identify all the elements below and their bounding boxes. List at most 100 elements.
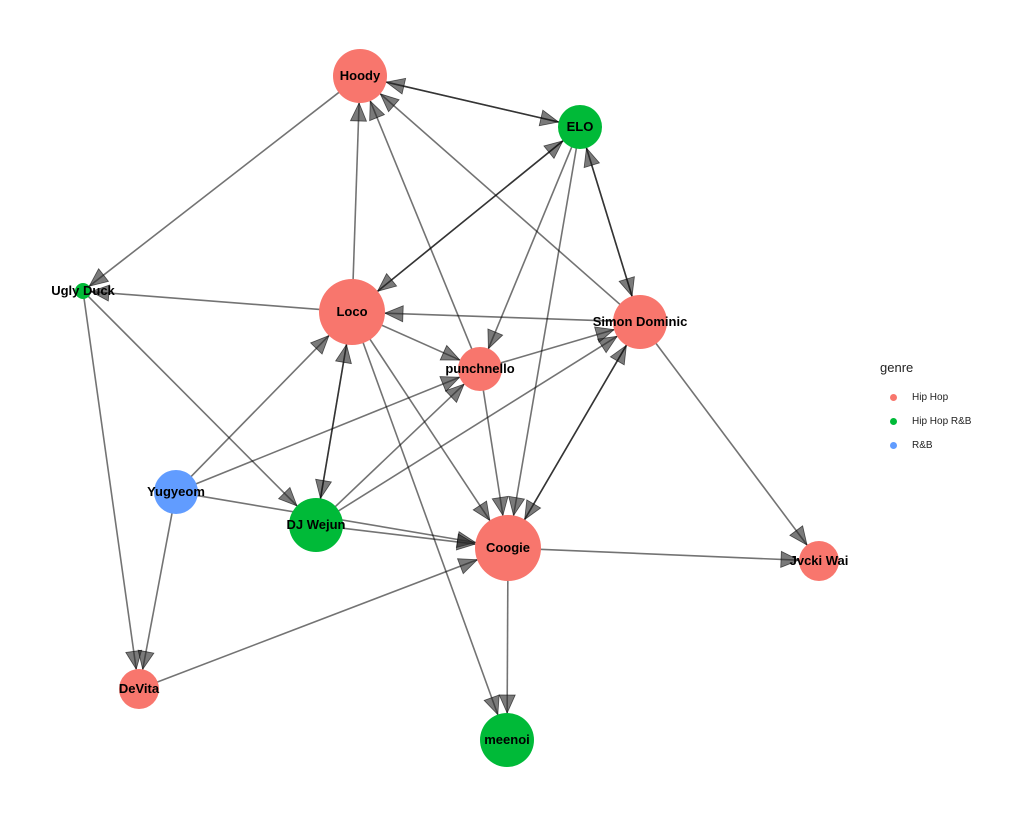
arrowhead-icon [789, 525, 808, 546]
node-label-jvcki_wai: Jvcki Wai [790, 553, 849, 568]
node-coogie[interactable] [475, 515, 541, 581]
edge-dj_wejun-to-loco [317, 343, 352, 510]
edge-line [369, 100, 476, 358]
edge-simon_dominic-to-elo [583, 147, 637, 307]
edge-line [523, 335, 633, 520]
edge-line [379, 93, 629, 312]
edge-dj_wejun-to-punchnello [327, 383, 465, 515]
edge-yugyeom-to-punchnello [187, 376, 461, 488]
node-simon_dominic[interactable] [613, 295, 667, 349]
arrowhead-icon [89, 284, 110, 302]
arrowhead-icon [483, 694, 500, 716]
node-meenoi[interactable] [480, 713, 534, 767]
arrowhead-icon [780, 550, 801, 569]
legend-title: genre [880, 360, 914, 375]
node-elo[interactable] [558, 105, 602, 149]
edge-line [487, 138, 576, 349]
edge-line [357, 330, 499, 715]
edge-line [492, 328, 615, 367]
edge-line [512, 139, 579, 516]
arrowhead-icon [137, 649, 155, 671]
node-jvcki_wai[interactable] [799, 541, 839, 581]
edge-loco-to-punchnello [369, 319, 461, 361]
arrowhead-icon [439, 344, 461, 361]
legend-label: Hip Hop R&B [912, 415, 972, 427]
edge-loco-to-meenoi [357, 330, 500, 716]
arrowhead-icon [498, 694, 516, 714]
edge-line [184, 335, 330, 484]
arrowhead-icon [455, 533, 477, 551]
legend-item-hip-hop-rnb: Hip Hop R&B [880, 409, 971, 433]
legend-dot-icon [890, 417, 897, 425]
edge-line [649, 334, 808, 546]
edge-line [90, 290, 333, 312]
edge-line [351, 102, 360, 293]
edge-line [506, 567, 509, 714]
edge-line [82, 295, 138, 670]
node-label-simon_dominic: Simon Dominic [593, 314, 688, 329]
edge-line [585, 147, 637, 307]
arrowhead-icon [596, 335, 618, 354]
legend-dot-icon [890, 441, 897, 449]
node-label-yugyeom: Yugyeom [147, 484, 205, 499]
edge-line [317, 344, 348, 510]
arrowhead-icon [491, 495, 509, 517]
node-label-loco: Loco [336, 304, 367, 319]
edge-loco-to-hoody [349, 102, 368, 293]
edge-coogie-to-jvcki_wai [527, 548, 801, 569]
node-label-hoody: Hoody [340, 68, 381, 83]
arrowhead-icon [385, 77, 407, 95]
legend-item-hip-hop: Hip Hop [880, 385, 971, 409]
edge-ugly_duck-to-devita [82, 295, 143, 671]
edge-simon_dominic-to-loco [383, 305, 624, 323]
edge-line [331, 526, 476, 545]
legend-dot-icon [890, 393, 897, 401]
edge-devita-to-coogie [149, 558, 479, 686]
arrowhead-icon [594, 326, 616, 344]
node-label-punchnello: punchnello [445, 361, 514, 376]
legend-item-rnb: R&B [880, 433, 971, 457]
arrowhead-icon [383, 305, 404, 323]
edge-line [362, 328, 491, 521]
arrowhead-icon [487, 328, 504, 350]
edge-loco-to-coogie [362, 328, 491, 522]
edge-simon_dominic-to-hoody [379, 93, 629, 312]
edges-layer [82, 77, 808, 716]
node-hoody[interactable] [333, 49, 387, 103]
node-devita[interactable] [119, 669, 159, 709]
edge-punchnello-to-hoody [369, 100, 476, 358]
arrowhead-icon [369, 100, 386, 122]
arrowhead-icon [376, 272, 398, 292]
edge-line [481, 381, 504, 516]
node-dj_wejun[interactable] [289, 498, 343, 552]
edge-line [527, 548, 800, 561]
edge-elo-to-punchnello [487, 138, 576, 350]
node-ugly_duck[interactable] [75, 283, 91, 299]
edge-yugyeom-to-loco [184, 334, 330, 484]
arrowhead-icon [583, 147, 601, 169]
arrowhead-icon [334, 343, 352, 365]
node-punchnello[interactable] [458, 347, 502, 391]
edge-line [329, 335, 618, 518]
arrowhead-icon [444, 383, 465, 404]
arrowhead-icon [309, 334, 330, 355]
node-loco[interactable] [319, 279, 385, 345]
nodes-layer [75, 49, 839, 767]
edge-line [141, 504, 175, 670]
arrowhead-icon [88, 268, 110, 287]
node-label-elo: ELO [567, 119, 594, 134]
edge-line [386, 81, 568, 125]
edge-line [377, 134, 571, 292]
node-label-meenoi: meenoi [484, 732, 530, 747]
edge-elo-to-coogie [508, 139, 579, 517]
edge-yugyeom-to-devita [137, 504, 175, 671]
edge-loco-to-ugly_duck [89, 284, 333, 312]
edge-ugly_duck-to-dj_wejun [85, 293, 298, 507]
edge-hoody-to-ugly_duck [88, 85, 348, 287]
legend: genre Hip Hop Hip Hop R&B R&B [880, 360, 971, 457]
node-label-coogie: Coogie [486, 540, 530, 555]
legend-label: R&B [912, 439, 933, 451]
node-yugyeom[interactable] [154, 470, 198, 514]
